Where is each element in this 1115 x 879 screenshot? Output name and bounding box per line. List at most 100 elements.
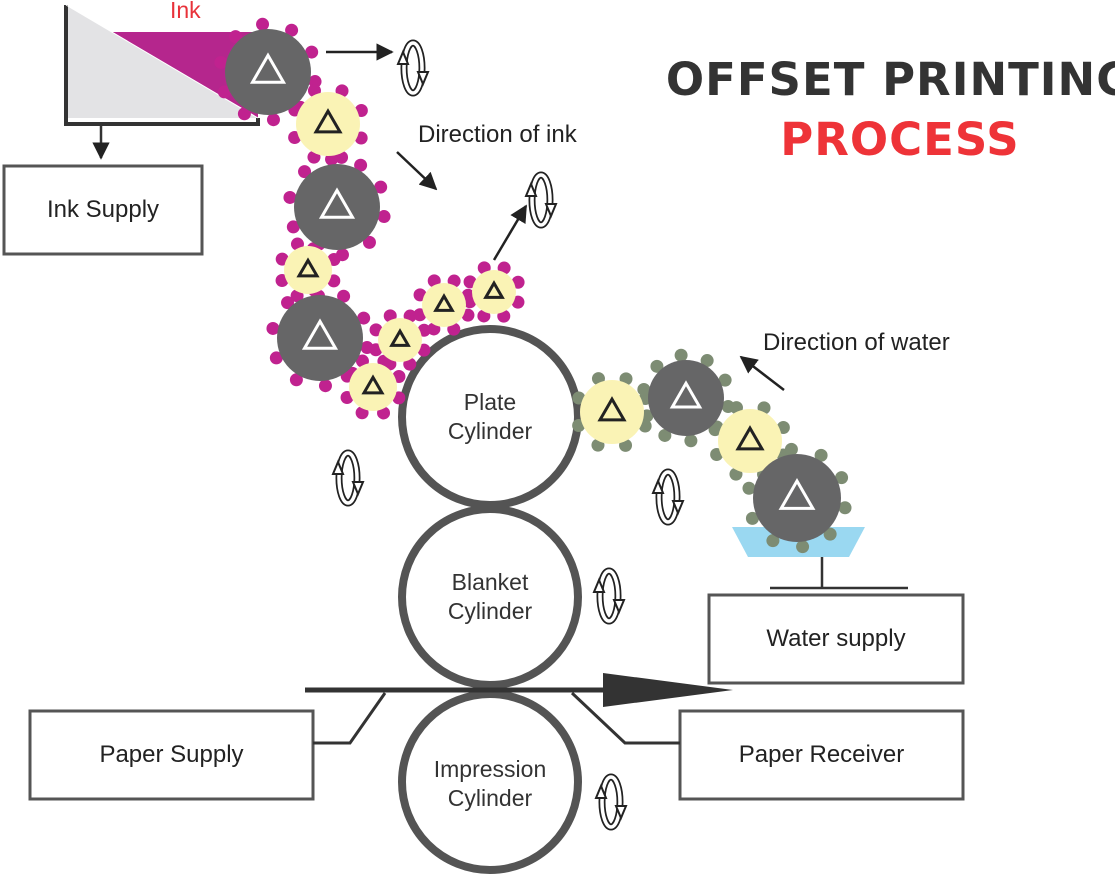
triangle-icon — [669, 380, 703, 409]
roller-dot — [354, 158, 368, 172]
roller-dot — [217, 85, 231, 99]
roller-dot — [266, 113, 280, 127]
rotation-arrows-icon — [396, 39, 430, 97]
triangle-icon — [301, 318, 339, 350]
water-supply-box — [707, 593, 965, 685]
paper-supply-label: Paper Supply — [99, 741, 244, 768]
roller-dot — [835, 471, 849, 485]
roller-dot — [281, 296, 295, 310]
blanket-cylinder-label: Blanket Cylinder — [447, 569, 533, 624]
rotation-arrows-icon — [592, 567, 626, 625]
roller-dot — [266, 321, 280, 335]
roller-yellow — [296, 92, 360, 156]
direction-arrows — [326, 43, 785, 391]
paper-feed-lines — [313, 691, 680, 745]
roller-dot — [256, 17, 270, 31]
direction-of-water-label: Direction of water — [763, 329, 950, 356]
title-line-2: PROCESS — [780, 113, 1020, 166]
roller-dot — [289, 373, 303, 387]
roller-dot — [318, 379, 332, 393]
triangle-icon — [433, 293, 455, 312]
rotation-arrows-icon — [331, 449, 365, 507]
roller-yellow — [378, 318, 422, 362]
triangle-icon — [778, 477, 816, 510]
roller-dot — [283, 190, 297, 204]
roller-dot — [650, 359, 664, 373]
roller-dot — [298, 165, 312, 179]
roller-yellow — [284, 246, 332, 294]
roller-dot — [285, 23, 299, 37]
roller-gray — [225, 29, 311, 115]
ink-label: Ink — [170, 0, 201, 23]
paper-supply-box — [28, 709, 315, 801]
paper-receiver-box — [678, 709, 965, 801]
roller-dot — [796, 540, 810, 554]
water-tray — [732, 527, 908, 590]
plate-cylinder-label: Plate Cylinder — [447, 389, 533, 444]
roller-dot — [237, 107, 251, 121]
rotation-arrows-icon — [651, 468, 685, 526]
triangle-icon — [389, 328, 411, 347]
roller-dot — [742, 481, 756, 495]
title-line-1: OFFSET PRINTING — [665, 53, 1115, 106]
triangle-icon — [361, 374, 385, 395]
roller-dot — [823, 527, 837, 541]
water-supply-label: Water supply — [766, 625, 906, 652]
roller-gray — [753, 454, 841, 542]
roller-dot — [766, 534, 780, 548]
roller-gray — [648, 360, 724, 436]
triangle-icon — [249, 52, 287, 84]
blanket-cylinder — [398, 505, 582, 689]
triangle-icon — [318, 187, 356, 219]
triangle-icon — [313, 108, 343, 134]
roller-dot — [814, 448, 828, 462]
roller-yellow — [580, 380, 644, 444]
impression-cylinder — [398, 690, 582, 874]
roller-dot — [684, 434, 698, 448]
roller-dot — [229, 30, 243, 44]
roller-yellow — [718, 409, 782, 473]
roller-dot — [286, 220, 300, 234]
ink-roller-yellow — [413, 274, 475, 336]
roller-gray — [277, 295, 363, 381]
roller-gray — [294, 164, 380, 250]
roller-dot — [718, 373, 732, 387]
roller-dot — [674, 348, 688, 362]
roller-dot — [374, 180, 388, 194]
rotation-arrows-icon — [524, 171, 558, 229]
ink-supply-label: Ink Supply — [46, 196, 160, 223]
rotation-arrows-icon — [594, 773, 628, 831]
roller-yellow — [472, 270, 516, 314]
roller-yellow — [349, 363, 397, 411]
roller-dot — [337, 289, 351, 303]
roller-yellow — [422, 283, 466, 327]
roller-dot — [362, 235, 376, 249]
ink-roller-gray — [266, 283, 374, 393]
roller-dot — [745, 511, 759, 525]
roller-dot — [214, 55, 228, 69]
paper-receiver-label: Paper Receiver — [738, 741, 905, 768]
roller-dot — [357, 311, 371, 325]
roller-dot — [784, 442, 798, 456]
roller-dot — [838, 501, 852, 515]
roller-dot — [305, 45, 319, 59]
triangle-icon — [296, 257, 320, 278]
roller-dot — [325, 152, 339, 166]
roller-dot — [658, 428, 672, 442]
triangle-icon — [597, 396, 627, 422]
impression-cylinder-label: Impression Cylinder — [433, 756, 547, 811]
roller-dot — [377, 210, 391, 224]
paper-sheet-arrow — [305, 673, 733, 707]
ink-supply-box — [2, 164, 204, 256]
roller-dot — [637, 382, 651, 396]
roller-dot — [269, 351, 283, 365]
ink-roller-gray — [283, 152, 391, 262]
rollers-layer — [214, 17, 852, 554]
rotation-icons-layer — [331, 39, 685, 831]
triangle-icon — [483, 280, 505, 299]
triangle-icon — [735, 425, 765, 451]
roller-dot — [700, 354, 714, 368]
direction-of-ink-label: Direction of ink — [418, 121, 577, 148]
